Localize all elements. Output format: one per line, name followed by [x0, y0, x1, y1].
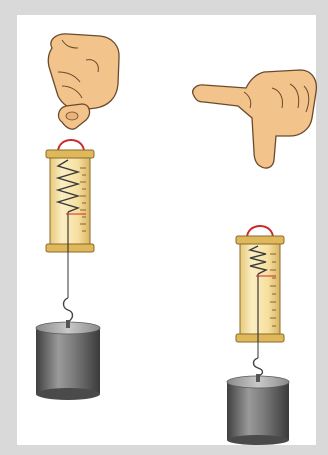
right-weight [227, 374, 289, 445]
left-weight [36, 320, 100, 400]
right-spring-scale [236, 236, 284, 342]
left-hand-icon [48, 34, 119, 129]
left-spring-scale [46, 150, 94, 252]
left-scene [36, 34, 119, 400]
right-scene [193, 70, 317, 445]
left-hook [64, 298, 73, 322]
right-hook [254, 358, 263, 376]
right-hand-pointing-icon [193, 70, 317, 168]
